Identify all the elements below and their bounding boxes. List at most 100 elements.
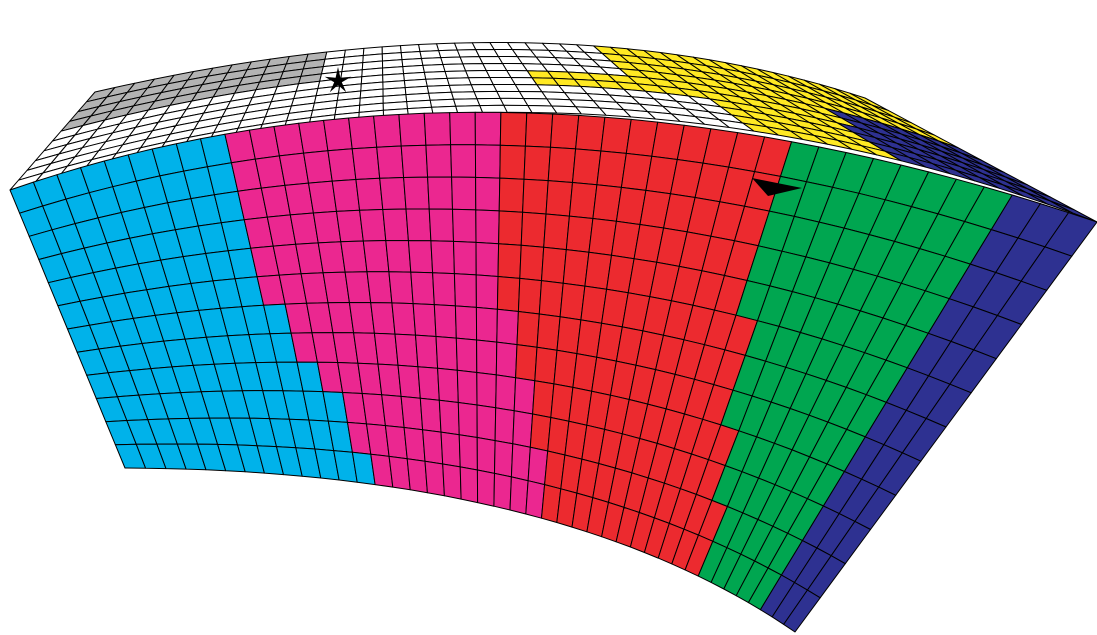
mesh-cell bbox=[537, 314, 560, 350]
mesh-cell bbox=[477, 98, 504, 105]
mesh-cell bbox=[378, 364, 401, 396]
mesh-cell bbox=[411, 272, 435, 305]
mesh-cell bbox=[476, 242, 499, 276]
mesh-cell bbox=[332, 180, 359, 212]
mesh-cell bbox=[434, 305, 456, 339]
mesh-cell bbox=[513, 411, 533, 448]
mesh-cell bbox=[495, 408, 514, 444]
mesh-cell bbox=[439, 50, 460, 58]
mesh-cell bbox=[441, 432, 460, 467]
mesh-cell bbox=[453, 209, 477, 242]
mesh-cell bbox=[324, 118, 353, 151]
mesh-cell bbox=[494, 473, 512, 510]
mesh-cell bbox=[401, 145, 427, 177]
mesh-cell bbox=[445, 71, 468, 79]
mesh-cell bbox=[429, 209, 453, 241]
mesh-cell bbox=[524, 146, 551, 181]
mesh-cell bbox=[497, 277, 519, 312]
mesh-cell bbox=[476, 307, 497, 342]
mesh-cell bbox=[413, 304, 436, 337]
mesh-cell bbox=[497, 309, 519, 344]
mesh-cell bbox=[363, 241, 389, 272]
mesh-cell bbox=[449, 85, 474, 93]
mesh-cell bbox=[383, 209, 409, 241]
mesh-cell bbox=[424, 113, 450, 146]
mesh-cell bbox=[406, 209, 431, 241]
mesh-cell bbox=[521, 212, 546, 247]
mesh-cell bbox=[349, 116, 377, 149]
mesh-cell bbox=[345, 272, 371, 303]
mesh-cell bbox=[569, 183, 597, 219]
mesh-cell bbox=[520, 245, 544, 280]
mesh-cell bbox=[477, 373, 497, 408]
mesh-cell bbox=[546, 181, 573, 217]
mesh-cell bbox=[460, 467, 477, 503]
mesh-cell bbox=[436, 337, 457, 371]
mesh-cell bbox=[477, 340, 497, 375]
mesh-cell bbox=[499, 178, 524, 212]
mesh-cell bbox=[404, 177, 430, 209]
mesh-cell bbox=[514, 378, 535, 414]
mesh-cell bbox=[573, 149, 601, 185]
mesh-cell bbox=[454, 99, 480, 107]
mesh-cell bbox=[407, 459, 427, 493]
mesh-cell bbox=[377, 146, 404, 178]
mesh-cell bbox=[495, 441, 513, 477]
mesh-cell bbox=[457, 370, 477, 405]
mesh-cell bbox=[496, 375, 516, 411]
mesh-cell bbox=[367, 272, 392, 303]
mesh-cell bbox=[517, 312, 539, 348]
mesh-cell bbox=[399, 113, 426, 146]
mesh-cell bbox=[476, 275, 498, 309]
mesh-cell bbox=[459, 435, 477, 470]
mesh-cell bbox=[304, 151, 333, 183]
mesh-cell bbox=[548, 147, 575, 182]
mesh-cell bbox=[404, 428, 425, 462]
mesh-cell bbox=[544, 214, 570, 250]
mesh-cell bbox=[386, 241, 411, 273]
mesh-cell bbox=[356, 178, 383, 210]
mesh-cell bbox=[395, 334, 418, 367]
mesh-cell bbox=[401, 396, 423, 429]
mesh-cell bbox=[452, 92, 478, 100]
mesh-cell bbox=[456, 338, 477, 372]
mesh-cell bbox=[511, 444, 530, 481]
mesh-cell bbox=[425, 461, 444, 496]
mesh-cell bbox=[454, 241, 477, 275]
mesh-cell bbox=[533, 381, 554, 418]
mesh-cell bbox=[455, 306, 476, 340]
mesh-cell bbox=[477, 405, 496, 441]
mesh-cell bbox=[469, 78, 494, 85]
mesh-cell bbox=[374, 115, 402, 148]
mesh-cell bbox=[428, 177, 453, 209]
mesh-cell bbox=[454, 274, 476, 308]
mesh-cell bbox=[498, 244, 521, 279]
mesh-cell bbox=[476, 177, 500, 211]
mesh-cell bbox=[371, 303, 395, 335]
mesh-cell bbox=[471, 85, 497, 92]
mesh-cell bbox=[551, 114, 579, 149]
mesh-cell bbox=[438, 368, 459, 402]
mesh-cell bbox=[476, 210, 499, 244]
mesh-cell bbox=[437, 43, 458, 51]
mesh-cell bbox=[328, 149, 356, 181]
mesh-cell bbox=[475, 145, 500, 178]
mesh-cell bbox=[475, 112, 501, 145]
mesh-cell bbox=[500, 145, 526, 179]
mesh-cell bbox=[398, 365, 420, 398]
mesh-cell bbox=[433, 273, 456, 306]
mesh-cell bbox=[474, 91, 500, 98]
mesh-cell bbox=[542, 247, 567, 283]
mesh-cell bbox=[352, 147, 380, 179]
mesh-cell bbox=[418, 367, 439, 401]
mesh-cell bbox=[337, 210, 364, 242]
mesh-cell bbox=[523, 179, 549, 214]
mesh-cell bbox=[382, 395, 404, 428]
mesh-cell bbox=[496, 342, 517, 378]
mesh-cell bbox=[299, 120, 328, 153]
mesh-cell bbox=[518, 278, 541, 314]
mesh-cell bbox=[426, 145, 452, 177]
mesh-cell bbox=[431, 241, 455, 274]
finite-element-mesh bbox=[10, 43, 1097, 633]
